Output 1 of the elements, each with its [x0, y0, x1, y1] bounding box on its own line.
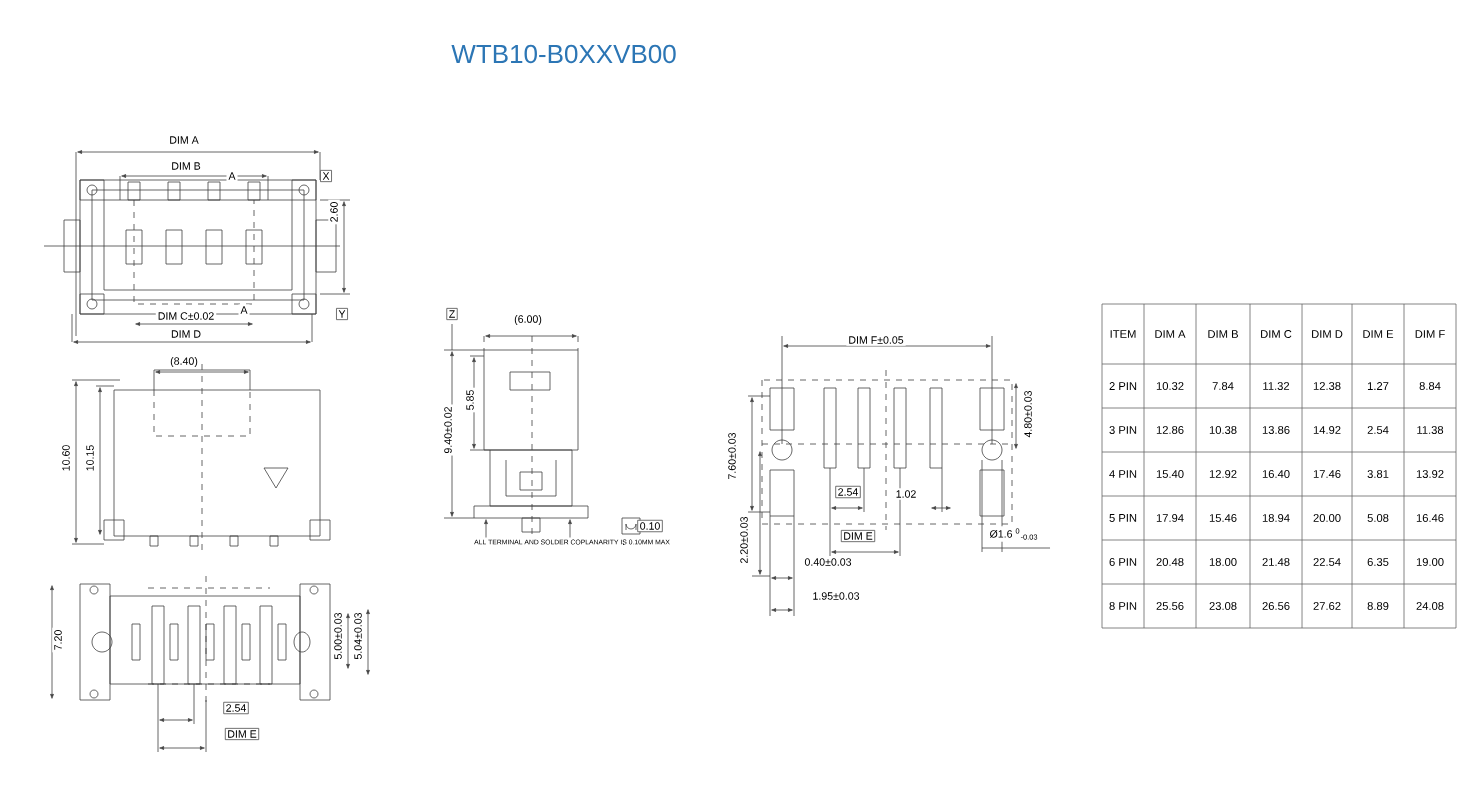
title: WTB10-B0XXVB00 [451, 44, 676, 64]
